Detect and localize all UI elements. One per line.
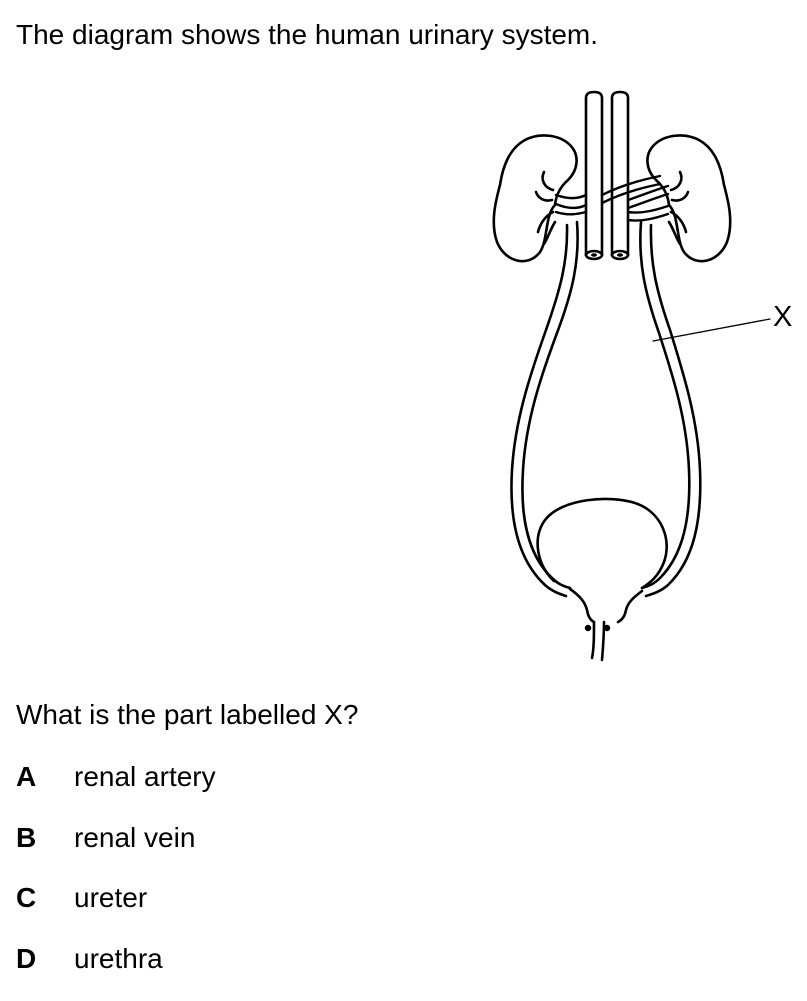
option-text: urethra: [74, 941, 163, 977]
bladder: [538, 499, 667, 622]
left-ureter: [511, 222, 577, 596]
label-x-pointer: X: [653, 301, 792, 341]
answer-options: A renal artery B renal vein C ureter D u…: [16, 759, 216, 1001]
option-text: renal vein: [74, 820, 195, 856]
aorta: [586, 92, 602, 255]
right-kidney: [647, 135, 730, 261]
vena-cava: [612, 92, 628, 255]
option-letter: C: [16, 880, 74, 916]
option-letter: B: [16, 820, 74, 856]
urethra: [585, 622, 610, 660]
option-letter: D: [16, 941, 74, 977]
option-d[interactable]: D urethra: [16, 941, 216, 1001]
right-ureter: [640, 222, 700, 596]
option-text: renal artery: [74, 759, 216, 795]
option-a[interactable]: A renal artery: [16, 759, 216, 820]
question-prompt: What is the part labelled X?: [16, 697, 358, 733]
urethral-sphincter-left: [585, 625, 591, 631]
option-text: ureter: [74, 880, 147, 916]
label-x: X: [773, 301, 792, 333]
major-blood-vessels: [586, 92, 628, 259]
urethral-sphincter-right: [604, 625, 610, 631]
option-letter: A: [16, 759, 74, 795]
option-c[interactable]: C ureter: [16, 880, 216, 941]
option-b[interactable]: B renal vein: [16, 820, 216, 881]
